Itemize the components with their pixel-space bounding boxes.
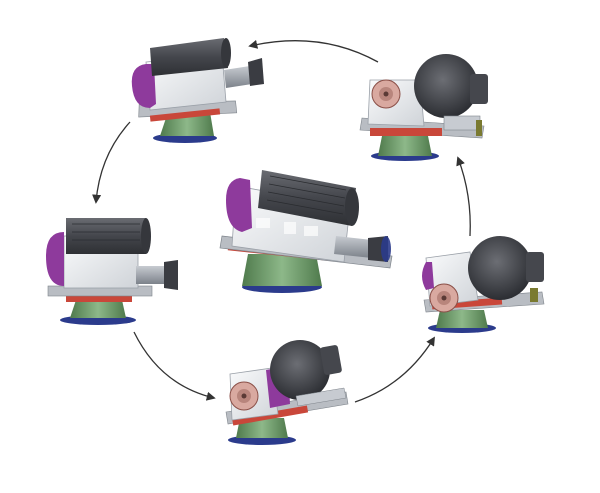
arrow-top (248, 39, 379, 63)
machine-view-center (219, 170, 393, 293)
machine-view-left (46, 218, 178, 325)
machine-view-bottom (225, 340, 349, 445)
arrow-left-lower (133, 331, 216, 401)
cycle-arrows (92, 39, 471, 403)
machine-view-top-right (359, 54, 488, 161)
machine-view-right (422, 236, 545, 333)
machine-view-top-left (131, 38, 264, 143)
arrow-left-upper (92, 121, 131, 204)
arrow-right (456, 156, 471, 237)
arrow-bottom-right (354, 336, 435, 403)
